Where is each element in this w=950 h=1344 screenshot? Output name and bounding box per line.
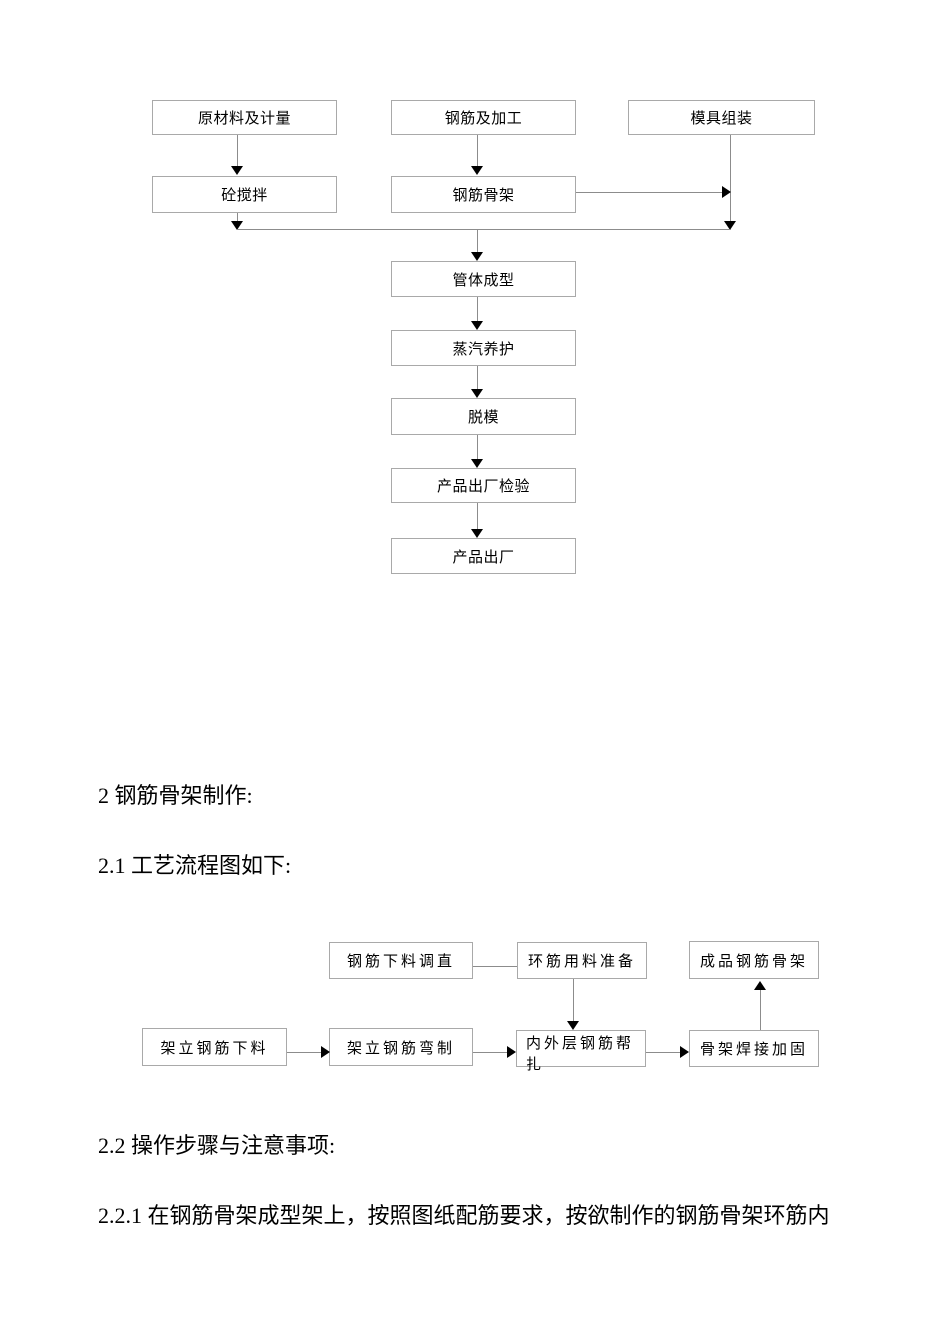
flow1-node-pipe-body-forming: 管体成型 [391, 261, 576, 297]
connector-line [477, 230, 478, 252]
connector-line [237, 213, 238, 221]
flow2-node-erection-bar-bending: 架立钢筋弯制 [329, 1028, 473, 1066]
flow1-node-demolding: 脱模 [391, 398, 576, 435]
connector-line [237, 135, 238, 167]
connector-line [473, 966, 517, 967]
flow2-node-rebar-cutting-straightening: 钢筋下料调直 [329, 942, 473, 979]
arrow-down-icon [724, 221, 736, 230]
arrow-down-icon [471, 529, 483, 538]
flow1-node-factory-inspection: 产品出厂检验 [391, 468, 576, 503]
flow1-node-rebar-and-processing: 钢筋及加工 [391, 100, 576, 135]
arrow-down-icon [471, 459, 483, 468]
arrow-right-icon [507, 1046, 516, 1058]
connector-line [573, 979, 574, 1021]
heading-2-1: 2.1 工艺流程图如下: [98, 853, 292, 878]
arrow-down-icon [231, 221, 243, 230]
arrow-right-icon [722, 186, 731, 198]
flow1-node-raw-material-metering: 原材料及计量 [152, 100, 337, 135]
connector-line [287, 1052, 321, 1053]
connector-line [730, 135, 731, 221]
connector-line [477, 503, 478, 529]
connector-line [760, 990, 761, 1030]
flow1-node-concrete-mixing: 砼搅拌 [152, 176, 337, 213]
arrow-up-icon [754, 981, 766, 990]
flow1-node-rebar-cage: 钢筋骨架 [391, 176, 576, 213]
flow1-node-mold-assembly: 模具组装 [628, 100, 815, 135]
arrow-down-icon [471, 321, 483, 330]
paragraph-2-2-1: 2.2.1 在钢筋骨架成型架上，按照图纸配筋要求，按欲制作的钢筋骨架环筋内 [98, 1203, 830, 1228]
arrow-down-icon [471, 389, 483, 398]
heading-2: 2 钢筋骨架制作: [98, 783, 253, 808]
flow1-node-steam-curing: 蒸汽养护 [391, 330, 576, 366]
connector-line [576, 192, 722, 193]
arrow-down-icon [231, 166, 243, 175]
flow2-node-cage-welding-reinforcement: 骨架焊接加固 [689, 1030, 819, 1067]
connector-line [477, 135, 478, 167]
flow2-node-inner-outer-layer-binding: 内外层钢筋帮扎 [516, 1030, 646, 1073]
flow1-node-product-delivery: 产品出厂 [391, 538, 576, 574]
heading-2-2: 2.2 操作步骤与注意事项: [98, 1133, 336, 1158]
arrow-down-icon [567, 1021, 579, 1030]
arrow-right-icon [680, 1046, 689, 1058]
connector-line [477, 366, 478, 389]
arrow-down-icon [471, 252, 483, 261]
flow2-node-ring-bar-material-prep: 环筋用料准备 [517, 942, 647, 979]
connector-line [237, 229, 731, 230]
flow2-node-finished-rebar-cage: 成品钢筋骨架 [689, 941, 819, 979]
connector-line [477, 435, 478, 459]
arrow-right-icon [321, 1046, 330, 1058]
connector-line [473, 1052, 507, 1053]
connector-line [646, 1052, 680, 1053]
flow2-node-erection-bar-cutting: 架立钢筋下料 [142, 1028, 287, 1066]
arrow-down-icon [471, 166, 483, 175]
connector-line [477, 297, 478, 321]
